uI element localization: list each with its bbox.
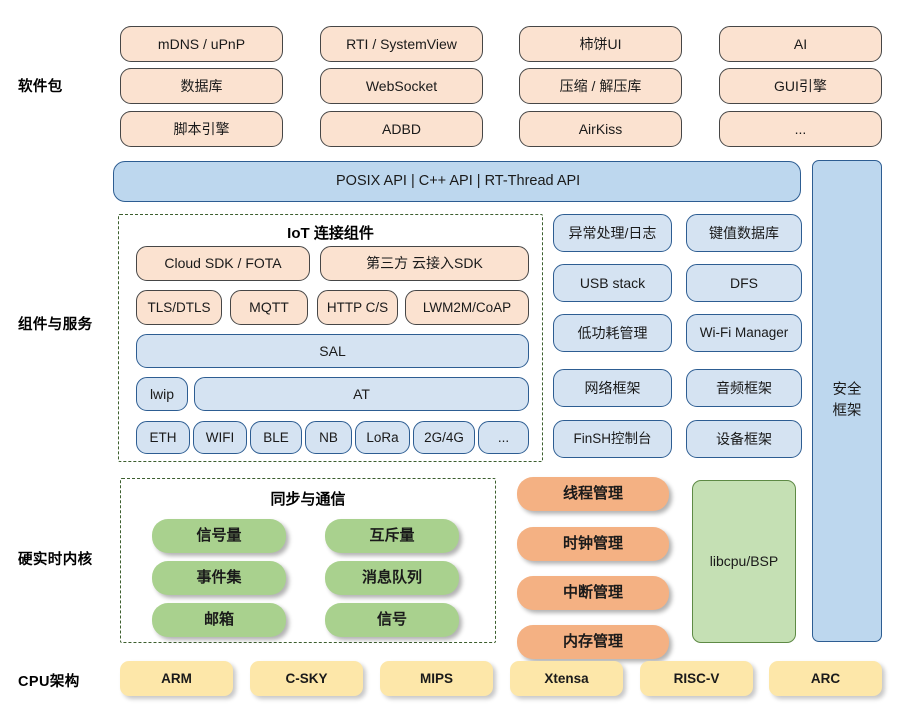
- service-box[interactable]: 低功耗管理: [553, 314, 672, 352]
- kernel-management-box[interactable]: 线程管理: [517, 477, 669, 511]
- kernel-management-box[interactable]: 时钟管理: [517, 527, 669, 561]
- service-box[interactable]: 键值数据库: [686, 214, 802, 252]
- cpu-arch-box[interactable]: ARC: [769, 661, 882, 696]
- package-box[interactable]: mDNS / uPnP: [120, 26, 283, 62]
- cpu-arch-box[interactable]: MIPS: [380, 661, 493, 696]
- package-box[interactable]: WebSocket: [320, 68, 483, 104]
- iot-box[interactable]: TLS/DTLS: [136, 290, 222, 325]
- sync-box[interactable]: 邮箱: [152, 603, 286, 637]
- iot-sal-box[interactable]: SAL: [136, 334, 529, 368]
- sync-box[interactable]: 信号: [325, 603, 459, 637]
- iot-link-box[interactable]: ETH: [136, 421, 190, 454]
- package-box[interactable]: ...: [719, 111, 882, 147]
- security-framework-line1: 安全: [832, 381, 862, 398]
- sync-comm-title: 同步与通信: [270, 491, 346, 508]
- package-box[interactable]: AI: [719, 26, 882, 62]
- security-framework-column[interactable]: 安全 框架: [812, 160, 882, 642]
- service-box[interactable]: USB stack: [553, 264, 672, 302]
- package-box[interactable]: RTI / SystemView: [320, 26, 483, 62]
- sync-box[interactable]: 消息队列: [325, 561, 459, 595]
- package-box[interactable]: AirKiss: [519, 111, 682, 147]
- iot-link-box[interactable]: 2G/4G: [413, 421, 475, 454]
- package-box[interactable]: 脚本引擎: [120, 111, 283, 147]
- iot-lwip-box[interactable]: lwip: [136, 377, 188, 411]
- service-box[interactable]: Wi-Fi Manager: [686, 314, 802, 352]
- row-label-software-package: 软件包: [18, 79, 63, 95]
- iot-link-box[interactable]: WIFI: [193, 421, 247, 454]
- iot-box[interactable]: 第三方 云接入SDK: [320, 246, 529, 281]
- sync-comm-group: [120, 478, 496, 643]
- iot-at-box[interactable]: AT: [194, 377, 529, 411]
- security-framework-line2: 框架: [832, 403, 862, 419]
- iot-box[interactable]: MQTT: [230, 290, 308, 325]
- sync-box[interactable]: 互斥量: [325, 519, 459, 553]
- libcpu-bsp-box[interactable]: libcpu/BSP: [692, 480, 796, 643]
- service-box[interactable]: 网络框架: [553, 369, 672, 407]
- cpu-arch-box[interactable]: Xtensa: [510, 661, 623, 696]
- package-box[interactable]: 压缩 / 解压库: [519, 68, 682, 104]
- iot-link-box[interactable]: BLE: [250, 421, 302, 454]
- api-layer-bar: POSIX API | C++ API | RT-Thread API: [113, 161, 801, 202]
- iot-link-box[interactable]: LoRa: [355, 421, 410, 454]
- sync-box[interactable]: 信号量: [152, 519, 286, 553]
- iot-group-title: IoT 连接组件: [287, 225, 374, 242]
- service-box[interactable]: 音频框架: [686, 369, 802, 407]
- service-box[interactable]: FinSH控制台: [553, 420, 672, 458]
- iot-connect-components-group: [118, 214, 543, 462]
- row-label-hard-realtime-kernel: 硬实时内核: [18, 552, 93, 568]
- kernel-management-box[interactable]: 中断管理: [517, 576, 669, 610]
- package-box[interactable]: ADBD: [320, 111, 483, 147]
- iot-link-box[interactable]: ...: [478, 421, 529, 454]
- row-label-components-services: 组件与服务: [18, 317, 93, 333]
- service-box[interactable]: DFS: [686, 264, 802, 302]
- package-box[interactable]: 柿饼UI: [519, 26, 682, 62]
- iot-link-box[interactable]: NB: [305, 421, 352, 454]
- iot-box[interactable]: LWM2M/CoAP: [405, 290, 529, 325]
- cpu-arch-box[interactable]: ARM: [120, 661, 233, 696]
- kernel-management-box[interactable]: 内存管理: [517, 625, 669, 659]
- sync-box[interactable]: 事件集: [152, 561, 286, 595]
- iot-box[interactable]: HTTP C/S: [317, 290, 398, 325]
- cpu-arch-box[interactable]: C-SKY: [250, 661, 363, 696]
- service-box[interactable]: 异常处理/日志: [553, 214, 672, 252]
- package-box[interactable]: 数据库: [120, 68, 283, 104]
- row-label-cpu-architecture: CPU架构: [18, 674, 80, 690]
- package-box[interactable]: GUI引擎: [719, 68, 882, 104]
- iot-box[interactable]: Cloud SDK / FOTA: [136, 246, 310, 281]
- cpu-arch-box[interactable]: RISC-V: [640, 661, 753, 696]
- service-box[interactable]: 设备框架: [686, 420, 802, 458]
